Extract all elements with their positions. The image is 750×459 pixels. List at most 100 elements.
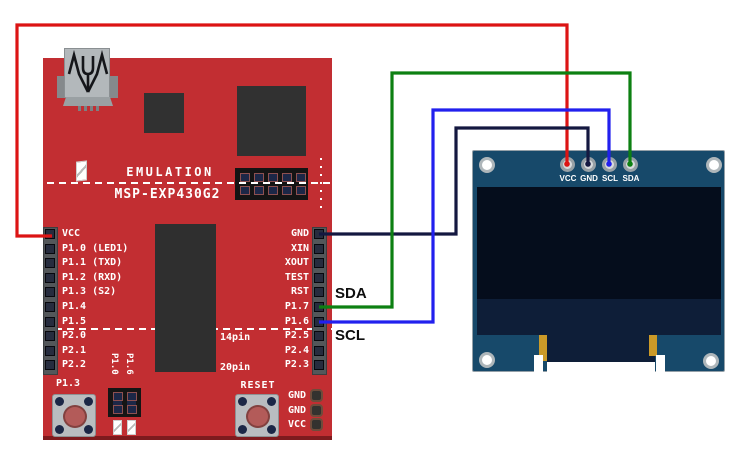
pin-p2-3 (314, 360, 324, 370)
pin-label: P1.2 (RXD) (62, 272, 123, 283)
mounting-hole (479, 157, 495, 173)
pin-p1-6 (314, 317, 324, 327)
mcu-chip (155, 224, 216, 372)
jumper-pin (113, 392, 123, 401)
pin-p1-5 (45, 317, 55, 327)
chip-small (144, 93, 184, 133)
pin-p1-1 (45, 258, 55, 268)
dotted-separator-vertical (320, 158, 322, 208)
bottom-pin-label: GND (287, 390, 306, 401)
pin-label: P1.1 (TXD) (62, 257, 123, 268)
oled-notch-right (656, 355, 665, 372)
pin-p2-2 (45, 360, 55, 370)
screw-icon (238, 397, 247, 406)
pin-p1-7 (314, 302, 324, 312)
pin-p2-4 (314, 346, 324, 356)
oled-pin-sda (623, 157, 638, 172)
screw-icon (267, 425, 276, 434)
pin-vcc-left (45, 229, 55, 239)
pin-p1-3 (45, 287, 55, 297)
screw-icon (267, 397, 276, 406)
annotation-sda: SDA (335, 285, 367, 302)
oled-module: VCC GND SCL SDA (472, 150, 725, 372)
header-pin (296, 186, 306, 195)
pin-label: P2.2 (62, 359, 87, 370)
pin-label: P2.4 (284, 345, 309, 356)
header-pin (296, 173, 306, 182)
oled-notch-left (534, 355, 543, 372)
header-pin (240, 173, 250, 182)
pin-label: P1.6 (284, 316, 309, 327)
oled-gold-tab-left (539, 335, 547, 361)
screw-icon (84, 425, 93, 434)
msp-exp430g2-board: EMULATION MSP-EXP430G2 VCC P1.0 ( (43, 48, 332, 440)
led-p16 (127, 420, 136, 435)
bottom-pin-vcc (310, 418, 323, 431)
usb-icon (67, 49, 109, 93)
button-p13-label: P1.3 (56, 378, 81, 389)
pin-label: P1.5 (62, 316, 87, 327)
header-pin (268, 186, 278, 195)
jumper-label-p16: P1.6 (124, 353, 134, 375)
oled-pin-vcc (560, 157, 575, 172)
screw-icon (55, 397, 64, 406)
pin-xout (314, 258, 324, 268)
usb-flange-right (110, 76, 118, 98)
led-p10 (113, 420, 122, 435)
board-title-emulation: EMULATION (126, 165, 214, 179)
oled-pin-scl (602, 157, 617, 172)
jumper-label-p10: P1.0 (109, 353, 119, 375)
pin-rst (314, 287, 324, 297)
usb-base (63, 97, 113, 106)
oled-screen (477, 187, 721, 299)
pin-label: P2.1 (62, 345, 87, 356)
pin-label: P1.4 (62, 301, 87, 312)
pin-label: TEST (284, 272, 309, 283)
jumper-cap (113, 392, 122, 413)
button-cap (63, 405, 87, 428)
header-pin (254, 186, 264, 195)
pin-p2-1 (45, 346, 55, 356)
pin-p1-4 (45, 302, 55, 312)
screw-icon (55, 425, 64, 434)
pin-gnd-right (314, 229, 324, 239)
pin-label: P2.5 (284, 330, 309, 341)
button-cap (246, 405, 270, 428)
pin-p2-5 (314, 331, 324, 341)
pin-label: VCC (62, 228, 81, 239)
pin-label: RST (290, 286, 309, 297)
pin-label: P1.0 (LED1) (62, 243, 129, 254)
header-pin (268, 173, 278, 182)
pin-label: P1.3 (S2) (62, 286, 117, 297)
button-p13 (52, 394, 96, 437)
oled-gold-tab-right (649, 335, 657, 356)
label-20pin: 20pin (220, 362, 251, 373)
bottom-pin-label: GND (287, 405, 306, 416)
pin-test (314, 273, 324, 283)
pin-label: P1.7 (284, 301, 309, 312)
oled-pin-label: SDA (622, 174, 640, 183)
bottom-pin-gnd2 (310, 404, 323, 417)
pin-p1-2 (45, 273, 55, 283)
jumper-cap (127, 392, 136, 413)
pin-label: P2.3 (284, 359, 309, 370)
board-title-model: MSP-EXP430G2 (114, 187, 221, 202)
oled-pin-gnd (581, 157, 596, 172)
header-pin (282, 173, 292, 182)
label-14pin: 14pin (220, 332, 251, 343)
dashed-separator-top (47, 182, 332, 184)
mounting-hole (479, 352, 495, 368)
screw-icon (84, 397, 93, 406)
pin-p2-0 (45, 331, 55, 341)
oled-glass-lower (477, 299, 721, 335)
annotation-scl: SCL (335, 327, 365, 344)
pin-xin (314, 244, 324, 254)
pin-label: GND (290, 228, 309, 239)
oled-notch-center (547, 362, 655, 372)
button-reset (235, 394, 279, 437)
emulation-led (76, 160, 87, 182)
jumper-pin (127, 392, 137, 401)
jumper-pin (113, 405, 123, 414)
header-pin (254, 173, 264, 182)
